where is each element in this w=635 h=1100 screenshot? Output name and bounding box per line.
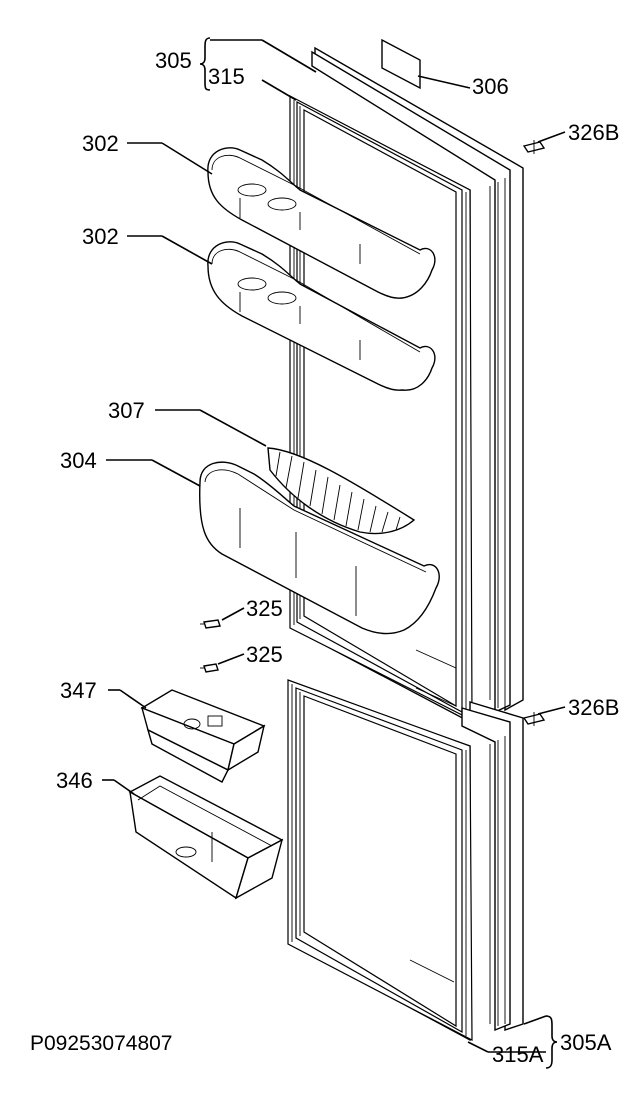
document-reference-number: P09253074807 (30, 1032, 172, 1055)
callout-302-lower: 302 (82, 224, 119, 249)
dairy-compartment-347 (140, 689, 266, 783)
screw-325-upper (200, 619, 221, 629)
callout-302-upper: 302 (82, 131, 119, 156)
door-shelf-302-upper (207, 147, 436, 299)
callout-325-upper: 325 (246, 596, 283, 621)
callout-346: 346 (56, 768, 93, 793)
leader-lines (102, 37, 566, 1069)
screw-325-lower (200, 663, 219, 673)
door-shelf-302-lower (207, 241, 436, 391)
bottle-shelf-304 (198, 461, 440, 635)
callout-305a: 305A (560, 1030, 612, 1055)
callout-326b-bottom: 326B (568, 695, 619, 720)
hatched-insert-307 (267, 447, 416, 535)
callout-315a: 315A (492, 1042, 544, 1067)
rating-plate (381, 38, 421, 90)
callout-307: 307 (108, 398, 145, 423)
callout-326b-top: 326B (568, 120, 619, 145)
lower-gasket (287, 679, 473, 1041)
callout-325-lower: 325 (246, 642, 283, 667)
callout-304: 304 (60, 448, 97, 473)
hinge-pin-326b-lower (522, 712, 546, 726)
callout-315: 315 (208, 64, 245, 89)
callout-305: 305 (155, 48, 192, 73)
door-bin-346 (128, 775, 284, 900)
hinge-pin-326b-upper (522, 140, 546, 154)
callout-347: 347 (60, 678, 97, 703)
callout-306: 306 (472, 74, 509, 99)
